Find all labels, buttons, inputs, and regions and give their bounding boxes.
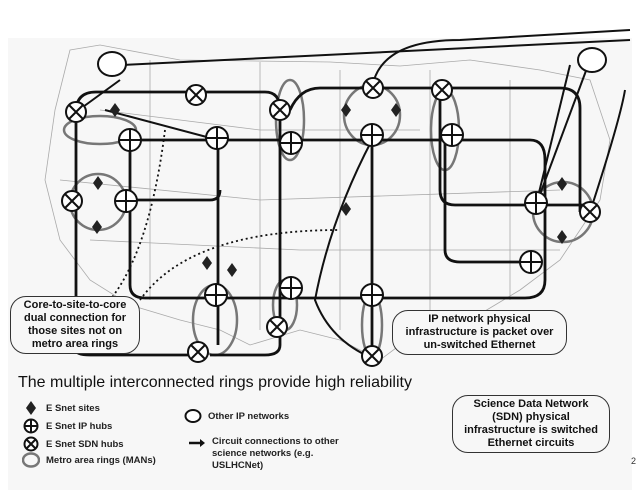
legend-item: E Snet sites bbox=[22, 400, 100, 416]
ip-hubs bbox=[114, 123, 548, 307]
diamond-icon bbox=[557, 230, 567, 244]
diamond-icon bbox=[227, 263, 237, 277]
page-number: 2 bbox=[630, 456, 636, 466]
cloud-icon bbox=[577, 47, 607, 73]
legend-item: Metro area rings (MANs) bbox=[22, 452, 156, 468]
diamond-icon bbox=[557, 177, 567, 191]
diamond-icon bbox=[341, 103, 351, 117]
clouds bbox=[97, 47, 607, 77]
circle-x-icon bbox=[579, 201, 601, 223]
circle-plus-icon bbox=[204, 283, 228, 307]
circle-x-icon bbox=[65, 101, 87, 123]
diagram-title: The multiple interconnected rings provid… bbox=[18, 374, 412, 391]
circle-x-icon bbox=[266, 316, 288, 338]
circle-plus-icon bbox=[279, 276, 303, 300]
callout-ip-network: IP network physical infrastructure is pa… bbox=[392, 310, 567, 355]
circle-x-icon bbox=[23, 436, 39, 452]
ring-icon bbox=[22, 452, 40, 468]
diamond-icon bbox=[202, 256, 212, 270]
circle-plus-icon bbox=[360, 283, 384, 307]
diamond-icon bbox=[341, 202, 351, 216]
circle-x-icon bbox=[431, 79, 453, 101]
arrow-icon bbox=[189, 439, 205, 447]
circle-x-icon bbox=[185, 84, 207, 106]
circle-x-icon bbox=[269, 99, 291, 121]
circle-plus-icon bbox=[440, 123, 464, 147]
legend-item: E Snet SDN hubs bbox=[22, 436, 124, 452]
ip-ring-links bbox=[74, 86, 590, 360]
cloud-icon bbox=[184, 409, 202, 423]
dotted-connections bbox=[109, 129, 341, 301]
circle-plus-icon bbox=[205, 126, 229, 150]
circle-x-icon bbox=[362, 77, 384, 99]
diamond-icon bbox=[93, 176, 103, 190]
circle-plus-icon bbox=[118, 128, 142, 152]
circle-plus-icon bbox=[279, 131, 303, 155]
circle-plus-icon bbox=[524, 191, 548, 215]
diamond-icon bbox=[110, 103, 120, 117]
sites bbox=[92, 103, 567, 277]
circle-x-icon bbox=[361, 345, 383, 367]
circle-x-icon bbox=[61, 190, 83, 212]
diamond-icon bbox=[92, 220, 102, 234]
long-haul-links bbox=[75, 29, 631, 359]
circle-plus-icon bbox=[23, 418, 39, 434]
diamond-icon bbox=[391, 103, 401, 117]
callout-core-to-site: Core-to-site-to-core dual connection for… bbox=[10, 296, 140, 354]
circle-x-icon bbox=[187, 341, 209, 363]
cloud-icon bbox=[97, 51, 127, 77]
callout-sdn: Science Data Network (SDN) physical infr… bbox=[452, 395, 610, 453]
legend-item: E Snet IP hubs bbox=[22, 418, 112, 434]
circle-plus-icon bbox=[114, 189, 138, 213]
legend-item: Circuit connections to other science net… bbox=[188, 436, 362, 472]
diamond-icon bbox=[26, 401, 36, 415]
sdn-hubs bbox=[61, 77, 601, 367]
circle-plus-icon bbox=[360, 123, 384, 147]
circle-plus-icon bbox=[519, 250, 543, 274]
legend-item: Other IP networks bbox=[184, 408, 289, 424]
